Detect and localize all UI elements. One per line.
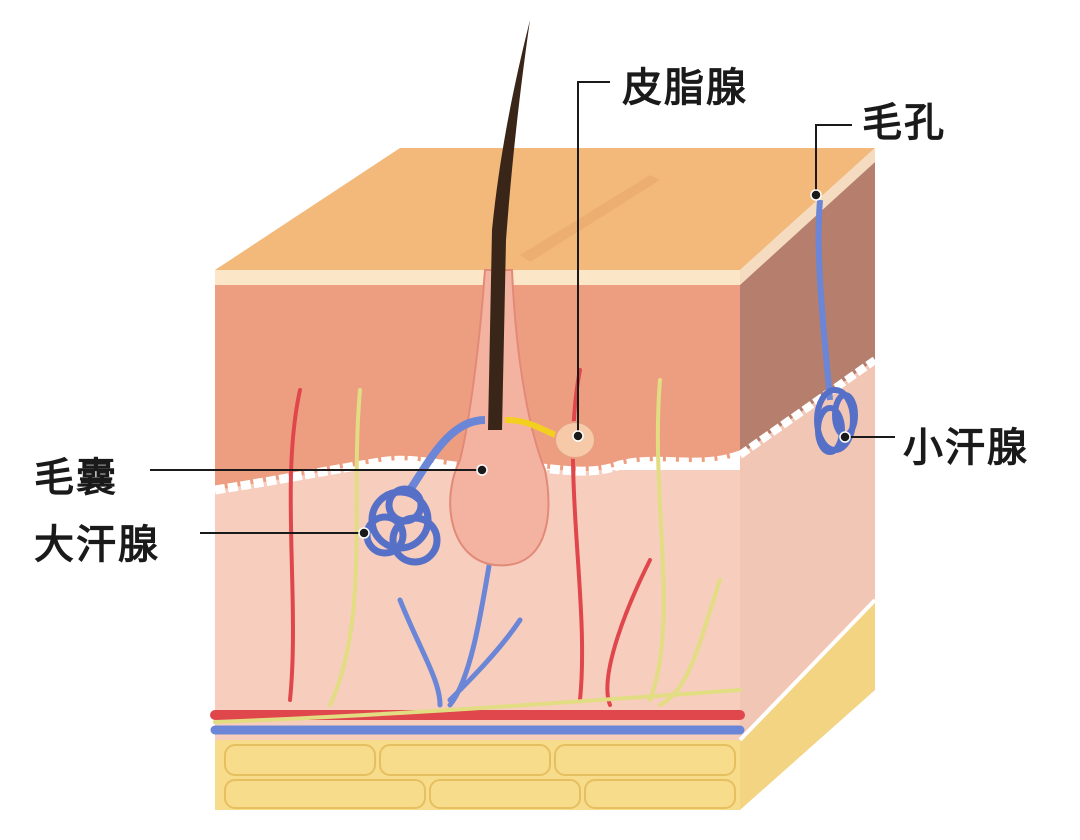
vein (397, 557, 523, 708)
artery (288, 368, 652, 707)
right-dermis (740, 360, 875, 740)
leader-sebaceous (577, 81, 610, 436)
label-apocrine-gland: 大汗腺 (34, 522, 160, 568)
skin-top-edge (215, 270, 740, 285)
hair-shaft (488, 20, 530, 430)
skin-top-surface (215, 148, 875, 270)
label-sebaceous-gland: 皮脂腺 (622, 65, 748, 111)
skin-surface-crease (520, 175, 660, 262)
label-eccrine-gland: 小汗腺 (903, 425, 1029, 471)
label-hair-follicle: 毛囊 (34, 455, 118, 501)
nerve (328, 378, 722, 707)
leader-pore (815, 124, 852, 195)
label-pore: 毛孔 (862, 100, 946, 146)
right-fat (740, 600, 875, 810)
apocrine-gland-coil (363, 485, 441, 566)
